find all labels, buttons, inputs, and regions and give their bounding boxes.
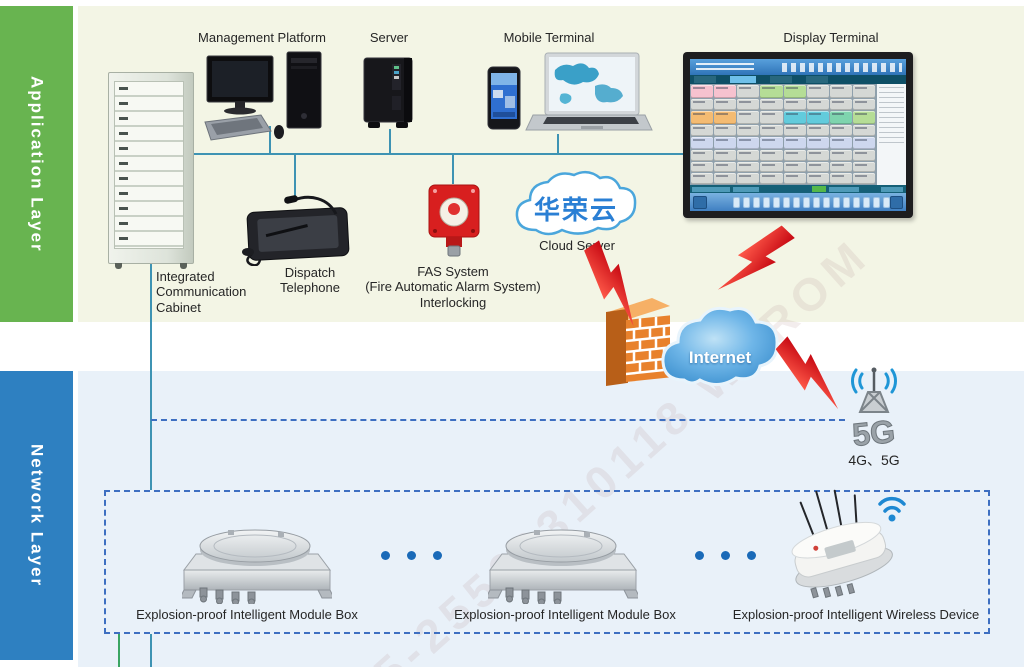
application-layer-bar: Application Layer xyxy=(0,6,73,322)
mobile-terminal-drop-line xyxy=(557,134,559,153)
cabinet-foot xyxy=(115,263,122,269)
network-layer-label: Network Layer xyxy=(27,443,47,588)
cellular-label: 4G、5G xyxy=(848,452,900,468)
cellular-tower-image: 5G xyxy=(838,366,910,454)
backbone-bus-line xyxy=(188,153,690,155)
management-platform-image xyxy=(204,51,322,141)
dispatch-telephone-image xyxy=(242,195,350,266)
display-terminal-label: Display Terminal xyxy=(783,30,879,45)
cloud-server-label: Cloud Server xyxy=(539,238,615,253)
dispatch-telephone-label: Dispatch Telephone xyxy=(280,265,340,296)
management-platform-drop-line xyxy=(269,126,271,153)
screen-grid xyxy=(690,84,876,185)
cabinet-to-network-line xyxy=(150,260,152,490)
console-side-panel xyxy=(876,84,906,185)
internet-cloud-image: Internet xyxy=(656,296,784,398)
lightning-bolt-icon xyxy=(717,225,795,290)
ellipsis-dots xyxy=(695,551,756,560)
display-terminal-image xyxy=(683,52,913,218)
application-layer-label: Application Layer xyxy=(27,75,47,253)
console-toolbar-icons xyxy=(782,62,902,72)
ellipsis-dots xyxy=(381,551,442,560)
module-box-1-label: Explosion-proof Intelligent Module Box xyxy=(136,607,358,622)
console-status-bar xyxy=(690,185,906,193)
server-drop-line xyxy=(389,129,391,153)
console-call-list xyxy=(879,87,904,146)
lightning-bolt-icon xyxy=(584,240,634,327)
communication-cabinet-image xyxy=(108,72,194,269)
cabinet-foot xyxy=(180,263,187,269)
fas-drop-line xyxy=(452,155,454,184)
mobile-terminal-label: Mobile Terminal xyxy=(503,30,595,45)
bottom-green-line xyxy=(118,634,120,667)
wireless-device-label: Explosion-proof Intelligent Wireless Dev… xyxy=(732,607,980,622)
module-box-2-image xyxy=(488,529,638,604)
bottom-blue-line xyxy=(150,634,152,667)
console-title-bar xyxy=(690,59,906,75)
console-corner-button-left xyxy=(693,195,707,209)
server-image xyxy=(363,57,413,128)
cabinet-label: Integrated Communication Cabinet xyxy=(156,269,247,315)
tower-5g-text: 5G xyxy=(851,413,897,453)
dispatch-telephone-drop-line xyxy=(294,155,296,198)
dispatch-console-screen xyxy=(690,59,906,211)
fas-device-image xyxy=(428,184,480,257)
wireless-backbone-dashed-line xyxy=(151,419,845,421)
cloud-shape xyxy=(515,170,637,236)
module-box-2-label: Explosion-proof Intelligent Module Box xyxy=(454,607,676,622)
laptop-image xyxy=(525,52,653,131)
server-label: Server xyxy=(369,30,409,45)
management-platform-label: Management Platform xyxy=(198,30,326,45)
cloud-server-image: 华荣云 xyxy=(510,166,642,242)
wireless-device-image xyxy=(791,489,906,599)
fas-label: FAS System (Fire Automatic Alarm System)… xyxy=(365,264,541,310)
network-layer-bar: Network Layer xyxy=(0,371,73,660)
console-corner-button-right xyxy=(889,195,903,209)
console-keypad-bar xyxy=(690,193,906,211)
network-devices-dashed-box xyxy=(104,490,990,634)
lightning-bolt-icon xyxy=(775,336,839,410)
cellular-tower-graphic: 5G xyxy=(850,367,897,454)
cabinet-led-column xyxy=(119,87,128,241)
internet-cloud-shape xyxy=(661,306,779,386)
console-title-text-block xyxy=(696,63,754,71)
internet-label: Internet xyxy=(688,348,752,367)
console-tab-bar xyxy=(690,75,906,84)
cloud-server-chinese-text: 华荣云 xyxy=(533,195,618,225)
wifi-icon xyxy=(878,496,906,513)
console-keypad-buttons xyxy=(732,196,890,208)
module-box-1-image xyxy=(182,529,332,604)
smartphone-image xyxy=(487,66,521,130)
console-active-tab xyxy=(730,76,756,83)
signal-waves-icon xyxy=(851,368,897,394)
